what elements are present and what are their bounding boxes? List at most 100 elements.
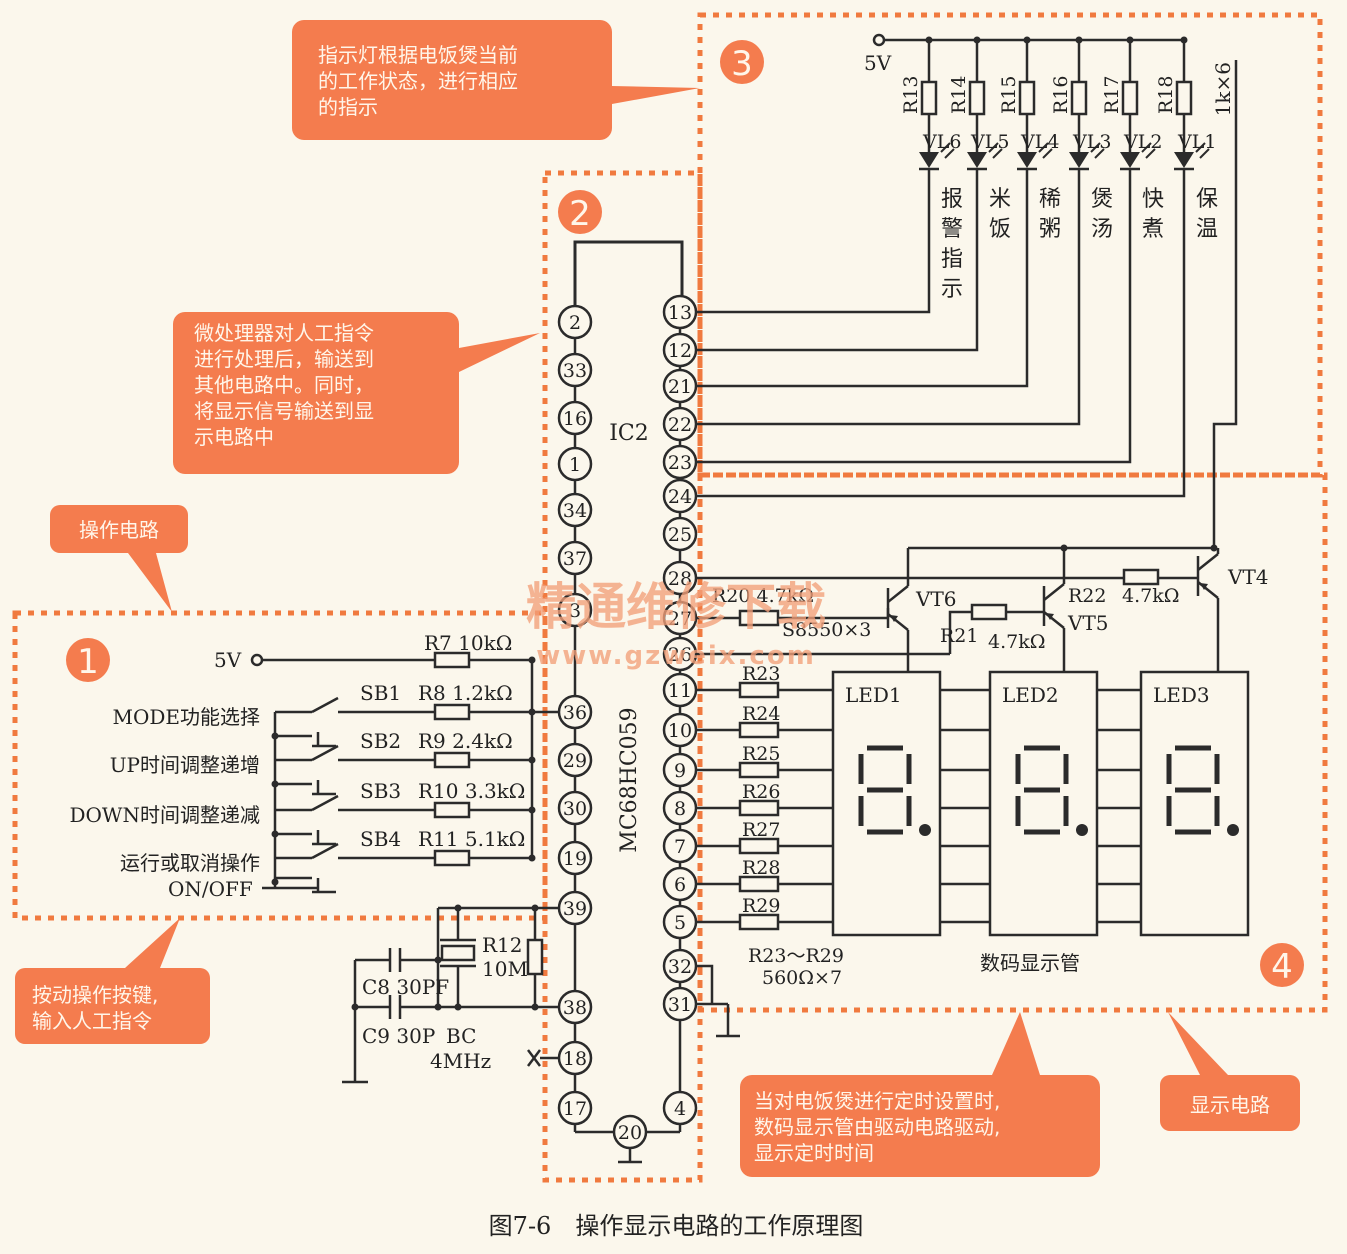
section-1-border xyxy=(12,610,548,921)
indicator-led-label: VL5 xyxy=(970,131,1009,153)
callout-operation-circuit xyxy=(50,505,188,612)
indicator-signal-wire xyxy=(696,169,1081,426)
ic2-pin-23-label: 23 xyxy=(668,452,692,474)
transistor-vt4-collector xyxy=(1197,553,1219,571)
resistor-r22 xyxy=(1122,568,1160,586)
transistor-type-label: S8550×3 xyxy=(782,619,871,641)
ic2-pin-2 xyxy=(557,304,593,340)
junction-dot xyxy=(1060,544,1068,552)
section-badge-1 xyxy=(66,638,110,682)
junction-dot xyxy=(528,756,536,764)
supply-terminal-5v-top xyxy=(872,33,886,47)
decimal-point xyxy=(919,824,931,836)
led-display-label: LED3 xyxy=(1153,683,1210,707)
ic2-pin-17 xyxy=(557,1090,593,1126)
callout-keys-line: 按动操作按键, xyxy=(32,983,158,1007)
indicator-signal-wire xyxy=(696,169,1186,498)
indicator-signal-wire xyxy=(696,169,1132,464)
display-label: 数码显示管 xyxy=(980,951,1080,975)
led-emission-arrows xyxy=(1141,142,1156,159)
ic2-pin-20-label: 20 xyxy=(618,1122,642,1144)
segment-note: 560Ω×7 xyxy=(762,967,842,989)
segment-resistor-label: R29 xyxy=(742,895,780,917)
callout-timer-text: 当对电饭煲进行定时设置时, 数码显示管由驱动电路驱动, 显示定时时间 xyxy=(754,1089,1007,1165)
ic2-pin-21-label: 21 xyxy=(668,376,692,398)
indicator-signal-wire xyxy=(696,169,931,314)
ic2-pin-32-label: 32 xyxy=(668,956,692,978)
led-vl4 xyxy=(1017,152,1037,168)
led-emission-arrows xyxy=(988,142,1003,159)
segment-resistor-label: R27 xyxy=(742,819,780,841)
led-display-label: LED1 xyxy=(845,683,902,707)
seven-segment-digit xyxy=(1015,745,1069,835)
indicator-branches: R13VL6报警指示R14VL5米饭R15VL4稀粥R16VL3煲汤R17VL2… xyxy=(696,36,1218,498)
key-label: MODE功能选择 xyxy=(112,705,260,729)
junction-dot xyxy=(271,878,279,886)
junction-dot xyxy=(528,656,536,664)
segment-resistor-label: R28 xyxy=(742,857,780,879)
resistor-r8 xyxy=(433,703,471,721)
switch-label: SB3 xyxy=(360,779,401,803)
base-resistor-label: 4.7kΩ xyxy=(1122,585,1179,607)
led-vl6 xyxy=(919,152,939,168)
switch-blade xyxy=(311,744,339,762)
junction-dot xyxy=(528,708,536,716)
callout-indicator-text: 指示灯根据电饭煲当前 的工作状态，进行相应 的指示 xyxy=(318,43,524,119)
led-emission-arrows xyxy=(1195,142,1210,159)
ic2-pin-30-label: 30 xyxy=(563,798,587,820)
switch-label: SB2 xyxy=(360,729,401,753)
ic2-pin-9-label: 9 xyxy=(674,760,686,782)
resistor-r12-name: R12 xyxy=(482,933,523,957)
switch-label: SB4 xyxy=(360,827,401,851)
callout-indicator xyxy=(292,20,700,140)
section-badge-3 xyxy=(720,40,764,84)
led-vl2 xyxy=(1120,152,1140,168)
resistor-r18 xyxy=(1175,80,1193,116)
indicator-led-label: VL6 xyxy=(922,131,961,153)
led-vl3 xyxy=(1069,152,1089,168)
ic2-pin-38-label: 38 xyxy=(563,997,587,1019)
ic2-pin-33-label: 33 xyxy=(563,360,587,382)
section-number-1: 1 xyxy=(77,642,99,682)
led-emission-arrows xyxy=(1090,142,1105,159)
transistor-vt5-arrow xyxy=(1046,613,1054,620)
indicator-circuit: 5V 1k×6 R13VL6报警指示R14VL5米饭R15VL4稀粥R16VL3… xyxy=(696,33,1235,498)
led-display-2 xyxy=(988,670,1099,937)
indicator-led-label: VL3 xyxy=(1072,131,1111,153)
callout-microprocessor-line: 进行处理后，输送到 xyxy=(194,347,374,371)
base-resistor-label: 4.7kΩ xyxy=(988,631,1045,653)
segment-resistor-label: R24 xyxy=(742,703,780,725)
resistor-r12-value: 10M xyxy=(482,957,528,981)
led-display-label: LED2 xyxy=(1002,683,1059,707)
indicator-function-label: 煲汤 xyxy=(1091,187,1113,242)
key-label-onoff: ON/OFF xyxy=(168,877,253,901)
r21-wire xyxy=(948,610,972,654)
key-label: DOWN时间调整递减 xyxy=(70,803,261,827)
section-2-border xyxy=(542,170,703,1183)
resistor-r23 xyxy=(738,681,780,699)
base-resistor-label: R21 xyxy=(940,625,978,647)
resistor-r15 xyxy=(1018,80,1036,116)
decimal-point xyxy=(1227,824,1239,836)
ic2-pin-34-label: 34 xyxy=(563,500,587,522)
ic2-pin-26-label: 26 xyxy=(668,644,692,666)
ic2-pin-36-label: 36 xyxy=(563,702,587,724)
section-number-3: 3 xyxy=(731,44,753,84)
ic2-part-number: MC68HC059 xyxy=(617,707,642,852)
callout-keys-text: 按动操作按键, 输入人工指令 xyxy=(32,983,165,1033)
indicator-function-label: 稀粥 xyxy=(1039,187,1061,242)
callout-indicator-line: 的指示 xyxy=(318,95,378,119)
resistor-r9 xyxy=(433,751,471,769)
callout-keys xyxy=(15,918,210,1044)
callout-display-circuit-text: 显示电路 xyxy=(1190,1093,1270,1117)
resistor-r7-label: R7 10kΩ xyxy=(424,631,512,655)
crystal-body xyxy=(440,944,476,962)
led-display-3 xyxy=(1139,670,1250,937)
indicator-led-label: VL2 xyxy=(1123,131,1162,153)
transistor-label: VT4 xyxy=(1227,565,1269,589)
ic2-pin-12-label: 12 xyxy=(668,340,692,362)
